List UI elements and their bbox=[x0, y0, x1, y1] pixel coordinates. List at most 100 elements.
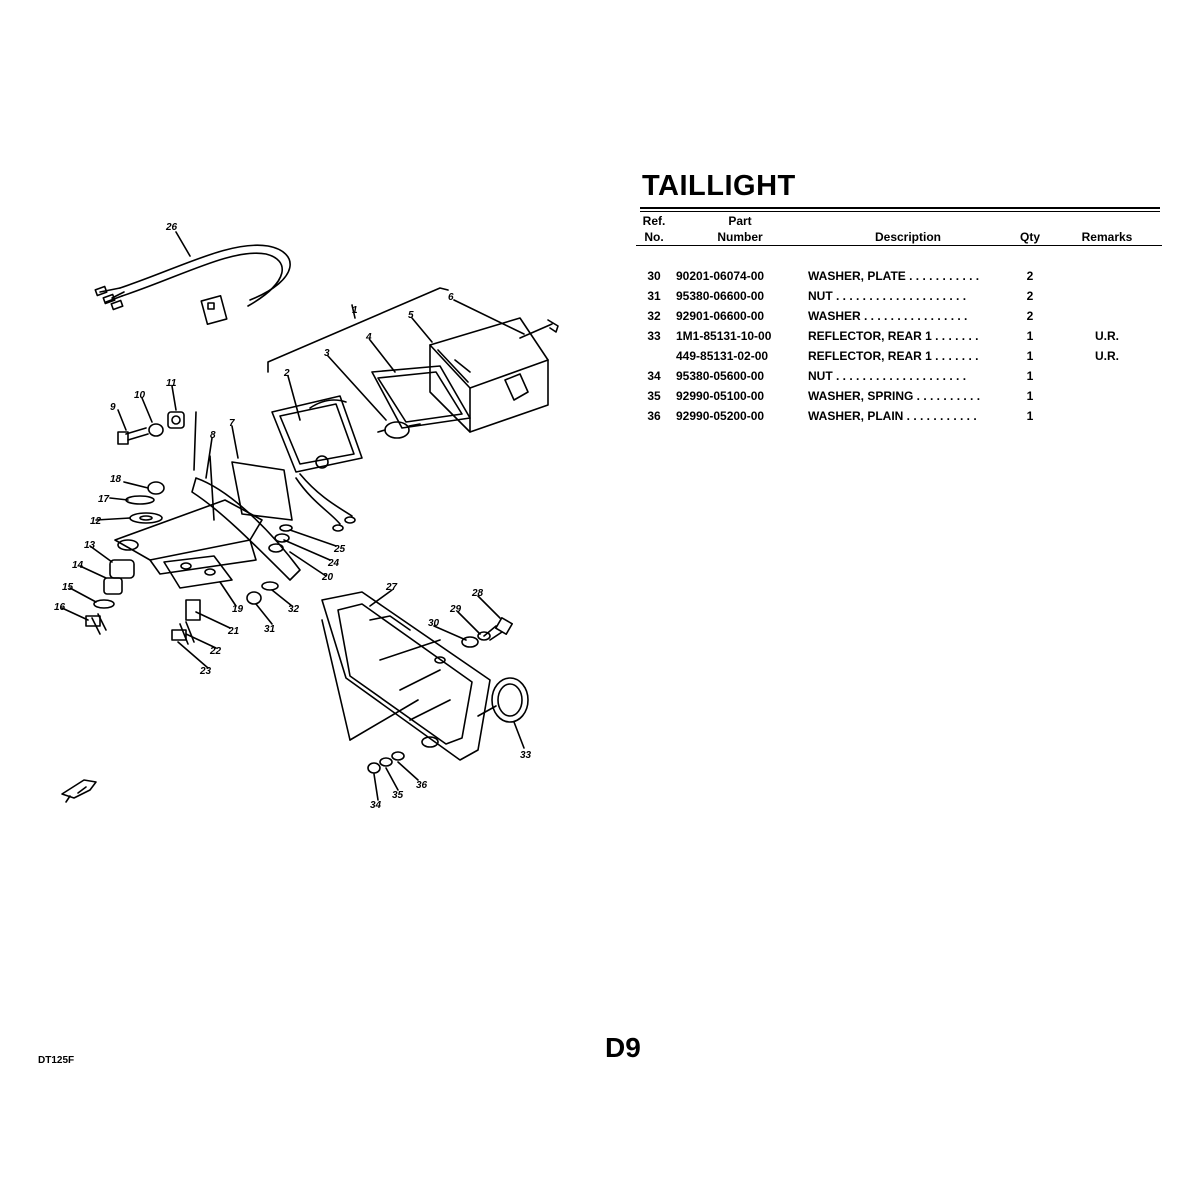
callout-23: 23 bbox=[199, 666, 212, 677]
callout-2: 2 bbox=[283, 368, 290, 379]
row-ref: 34 bbox=[647, 369, 661, 383]
header-remarks: Remarks bbox=[1081, 230, 1133, 244]
license-plate-bracket-drawing bbox=[321, 591, 491, 761]
row-qty: 1 bbox=[1026, 389, 1034, 403]
callout-7: 7 bbox=[229, 418, 235, 429]
header-number: Number bbox=[717, 230, 763, 244]
row-part-number: 95380-06600-00 bbox=[676, 289, 765, 303]
model-code: DT125F bbox=[38, 1055, 75, 1066]
row-part-number: 449-85131-02-00 bbox=[676, 349, 769, 363]
page-title: TAILLIGHT bbox=[642, 170, 796, 202]
exploded-parts-diagram: 1 2 3 4 5 6 7 8 9 10 11 12 13 14 15 16 1… bbox=[54, 222, 559, 811]
row-remarks: U.R. bbox=[1095, 349, 1119, 363]
taillight-lens-drawing bbox=[429, 317, 549, 433]
row-part-number: 1M1-85131-10-00 bbox=[676, 329, 772, 343]
callout-3: 3 bbox=[324, 348, 330, 359]
row-remarks: U.R. bbox=[1095, 329, 1119, 343]
row-description: NUT . . . . . . . . . . . . . . . . . . … bbox=[808, 369, 967, 383]
callout-20: 20 bbox=[321, 572, 334, 583]
row-ref: 36 bbox=[647, 409, 661, 423]
callout-24: 24 bbox=[327, 558, 340, 569]
callout-13: 13 bbox=[84, 540, 96, 551]
header-no: No. bbox=[644, 230, 664, 244]
header-qty: Qty bbox=[1019, 230, 1040, 244]
callout-16: 16 bbox=[54, 602, 66, 613]
callout-25: 25 bbox=[333, 544, 346, 555]
row-ref: 31 bbox=[647, 289, 661, 303]
title-rule-thick bbox=[640, 207, 1160, 209]
callout-15: 15 bbox=[62, 582, 74, 593]
callout-36: 36 bbox=[416, 780, 428, 791]
row-ref bbox=[636, 346, 672, 366]
row-qty: 1 bbox=[1026, 349, 1034, 363]
row-qty: 2 bbox=[1026, 289, 1034, 303]
callout-22: 22 bbox=[209, 646, 222, 657]
callout-31: 31 bbox=[264, 624, 276, 635]
row-remarks bbox=[1052, 406, 1162, 426]
row-description: WASHER, SPRING . . . . . . . . . . bbox=[808, 389, 981, 403]
row-ref: 32 bbox=[647, 309, 661, 323]
row-remarks bbox=[1052, 306, 1162, 326]
row-remarks bbox=[1052, 366, 1162, 386]
table-row: 32 92901-06600-00 WASHER . . . . . . . .… bbox=[636, 306, 1162, 326]
row-qty: 1 bbox=[1026, 369, 1034, 383]
callout-35: 35 bbox=[392, 790, 404, 801]
callout-14: 14 bbox=[72, 560, 84, 571]
row-part-number: 90201-06074-00 bbox=[676, 269, 765, 283]
row-qty: 1 bbox=[1026, 329, 1034, 343]
callout-10: 10 bbox=[134, 390, 146, 401]
row-part-number: 92901-06600-00 bbox=[676, 309, 765, 323]
callout-28: 28 bbox=[471, 588, 484, 599]
callout-11: 11 bbox=[166, 378, 177, 389]
header-ref: Ref. bbox=[642, 214, 666, 228]
row-part-number: 92990-05200-00 bbox=[676, 409, 765, 423]
row-description: WASHER . . . . . . . . . . . . . . . . bbox=[808, 309, 968, 323]
row-ref: 30 bbox=[647, 269, 661, 283]
header-part: Part bbox=[728, 214, 752, 228]
callout-32: 32 bbox=[288, 604, 300, 615]
table-row: 33 1M1-85131-10-00 REFLECTOR, REAR 1 . .… bbox=[636, 326, 1162, 346]
row-description: REFLECTOR, REAR 1 . . . . . . . bbox=[808, 349, 979, 363]
row-ref: 33 bbox=[647, 329, 661, 343]
table-row: 30 90201-06074-00 WASHER, PLATE . . . . … bbox=[636, 266, 1162, 286]
title-rule-thin bbox=[640, 211, 1160, 212]
row-qty: 2 bbox=[1026, 269, 1034, 283]
callout-27: 27 bbox=[385, 582, 398, 593]
callout-17: 17 bbox=[98, 494, 110, 505]
table-row: 31 95380-06600-00 NUT . . . . . . . . . … bbox=[636, 286, 1162, 306]
page-number: D9 bbox=[605, 1032, 641, 1063]
callout-33: 33 bbox=[520, 750, 532, 761]
row-description: WASHER, PLAIN . . . . . . . . . . . bbox=[808, 409, 977, 423]
row-remarks bbox=[1052, 386, 1162, 406]
callout-9: 9 bbox=[110, 402, 116, 413]
row-description: REFLECTOR, REAR 1 . . . . . . . bbox=[808, 329, 979, 343]
callout-30: 30 bbox=[428, 618, 440, 629]
row-description: WASHER, PLATE . . . . . . . . . . . bbox=[808, 269, 980, 283]
row-qty: 1 bbox=[1026, 409, 1034, 423]
row-qty: 2 bbox=[1026, 309, 1034, 323]
callout-12: 12 bbox=[90, 516, 102, 527]
table-row: 449-85131-02-00 REFLECTOR, REAR 1 . . . … bbox=[636, 346, 1162, 366]
callout-6: 6 bbox=[448, 292, 454, 303]
callout-19: 19 bbox=[232, 604, 244, 615]
callout-26: 26 bbox=[165, 222, 178, 233]
row-remarks bbox=[1052, 286, 1162, 306]
row-ref: 35 bbox=[647, 389, 661, 403]
callout-34: 34 bbox=[370, 800, 382, 811]
parts-table: Ref. Part No. Number Description Qty Rem… bbox=[636, 213, 1162, 426]
table-row: 36 92990-05200-00 WASHER, PLAIN . . . . … bbox=[636, 406, 1162, 426]
row-description: NUT . . . . . . . . . . . . . . . . . . … bbox=[808, 289, 967, 303]
callout-18: 18 bbox=[110, 474, 122, 485]
table-header-row-1: Ref. Part bbox=[636, 213, 1162, 229]
table-row: 34 95380-05600-00 NUT . . . . . . . . . … bbox=[636, 366, 1162, 386]
callout-8: 8 bbox=[210, 430, 216, 441]
row-part-number: 95380-05600-00 bbox=[676, 369, 765, 383]
row-remarks bbox=[1052, 266, 1162, 286]
callout-5: 5 bbox=[408, 310, 414, 321]
table-header-row-2: No. Number Description Qty Remarks bbox=[636, 229, 1162, 246]
callout-21: 21 bbox=[227, 626, 240, 637]
callout-4: 4 bbox=[365, 332, 372, 343]
wiring-harness-drawing bbox=[94, 244, 291, 325]
table-row: 35 92990-05100-00 WASHER, SPRING . . . .… bbox=[636, 386, 1162, 406]
callout-29: 29 bbox=[449, 604, 462, 615]
